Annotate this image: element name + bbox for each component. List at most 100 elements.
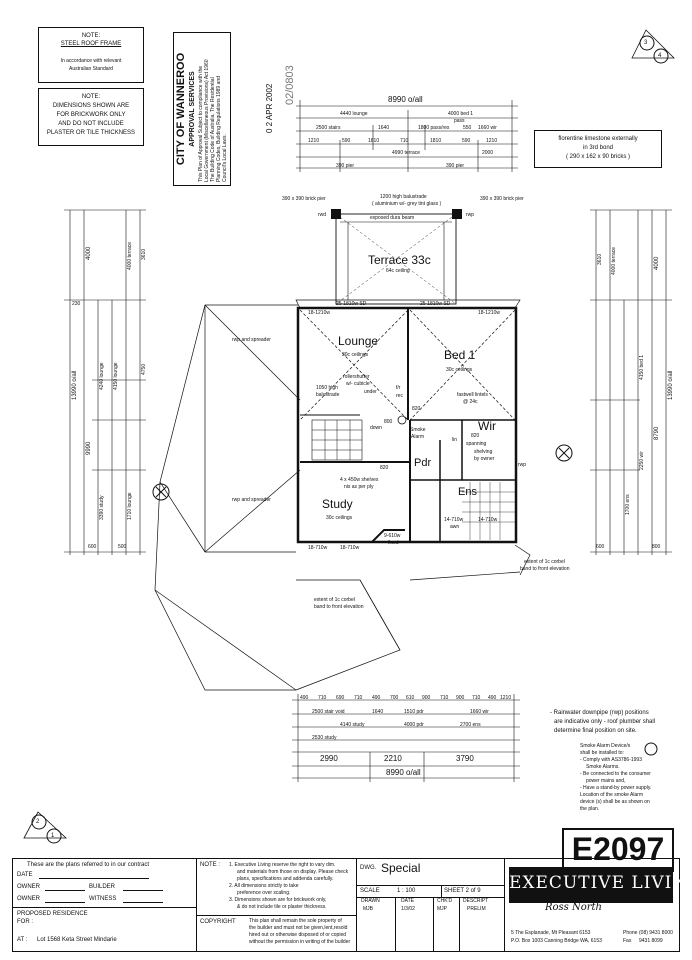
stamp-date: 0 2 APR 2002 xyxy=(265,83,274,133)
company-address: P.O. Box 1003 Canning Bridge WA, 6153 xyxy=(511,938,602,944)
note-title: NOTE: xyxy=(81,94,101,100)
smoke-alarm-plan-icon xyxy=(397,415,407,425)
brick-pier-note: 390 x 390 brick pier xyxy=(282,196,326,202)
smoke-alarm-symbol xyxy=(644,742,658,756)
window-label: 25-1810w SD xyxy=(420,301,451,307)
room-pdr: Pdr xyxy=(414,457,432,469)
note-line: AND DO NOT INCLUDE xyxy=(58,121,124,127)
stamp-services: APPROVAL SERVICES xyxy=(189,71,196,147)
divider xyxy=(357,897,504,898)
left-dim: 3390 study xyxy=(99,495,105,520)
room-lounge-ceiling: 30c ceilings xyxy=(342,352,369,358)
dim-tick: 490 xyxy=(372,695,381,701)
sheet-mark-number: 2 xyxy=(36,819,40,825)
rec-label: rec xyxy=(396,393,403,399)
site-address: Lot 1568 Keta Street Mindarie xyxy=(37,937,117,943)
terrace-outline xyxy=(335,213,457,305)
bottom-dimension-lines xyxy=(292,694,520,782)
steel-roof-note: NOTE: STEEL ROOF FRAME In accordance wit… xyxy=(38,27,144,83)
copyright-text: This plan shall remain the sole property… xyxy=(249,918,342,924)
room-study: Study xyxy=(322,497,353,511)
stamp-date-wrap: 0 2 APR 2002 xyxy=(265,43,278,133)
left-dim: 500 xyxy=(118,544,127,550)
smoke-note-line: Location of the smoke Alarm xyxy=(580,792,644,798)
dim-tick: 690 xyxy=(336,695,345,701)
for-label: FOR : xyxy=(17,919,33,925)
smoke-note-line: - Be connected to the consumer xyxy=(580,771,651,777)
dim-tick: 900 xyxy=(456,695,465,701)
company-logo: EXECUTIVE LIVING xyxy=(509,867,692,903)
balustrade-note: 1200 high balustrade xyxy=(380,194,427,200)
left-dim: 600 xyxy=(88,544,97,550)
copyright-label: COPYRIGHT xyxy=(200,919,236,925)
fax-label: Fax xyxy=(623,938,632,944)
scale-value: 1 : 100 xyxy=(397,888,416,894)
dim-label: 1640 xyxy=(378,125,390,131)
dwg-name: Special xyxy=(381,861,421,875)
stamp-text: Council's Local Laws. xyxy=(222,134,228,182)
dim-820: 820 xyxy=(471,433,480,439)
left-dimension-lines xyxy=(64,209,146,555)
dim-tick: 1810 xyxy=(430,138,442,144)
shelves-note: nis as per ply xyxy=(344,484,374,490)
dim-tick: 900 xyxy=(422,695,431,701)
contract-text: These are the plans referred to in our c… xyxy=(27,862,150,868)
left-dim: 1710 lounge xyxy=(127,492,133,520)
room-terrace-ceiling: 64c ceiling xyxy=(386,268,410,274)
note-line: FOR BRICKWORK ONLY xyxy=(56,112,126,118)
window-label: 25-1810w SD xyxy=(336,301,367,307)
stamp-council: CITY OF WANNEROO xyxy=(175,52,187,166)
smoke-note-line: - Comply with AS3786-1993 xyxy=(580,757,642,763)
dim-tick: 590 xyxy=(342,138,351,144)
dim-tick: 710 xyxy=(472,695,481,701)
left-dim: 4000 xyxy=(86,246,92,260)
owner-line xyxy=(45,890,85,891)
rwp-label: rwp xyxy=(466,212,475,218)
sheet-marker-bottom xyxy=(23,811,68,844)
descript-header: DESCRIPT xyxy=(463,898,489,904)
corbel-note: extent of 1c corbel xyxy=(524,559,565,565)
alarm-note: Alarm xyxy=(411,434,425,440)
rwp-note: determine final position on site. xyxy=(554,728,637,734)
smoke-note-line: device (s) shall be as shown on xyxy=(580,799,650,805)
beam-note: exposed dura beam xyxy=(370,215,415,221)
room-lounge: Lounge xyxy=(338,334,379,348)
dim-label: pass xyxy=(454,118,465,124)
roof-outline xyxy=(154,299,531,691)
dim-tick: 610 xyxy=(406,695,415,701)
right-dim: 8790 xyxy=(654,426,660,440)
dim-label: 2530 study xyxy=(312,735,337,741)
phone-value: (08) 9431 8000 xyxy=(639,930,673,936)
wir-note: by owner xyxy=(474,456,495,462)
company-section: EXECUTIVE LIVING Ross North 5 The Esplan… xyxy=(505,859,692,951)
material-line: in 3rd bond xyxy=(582,145,614,151)
dim-label: 2990 xyxy=(320,754,338,763)
corbel-note: extent of 1c corbel xyxy=(314,597,355,603)
rwp-note: - Rainwater downpipe (rwp) positions xyxy=(550,710,649,716)
sheet-mark-number: 4 xyxy=(658,53,662,59)
witness-label: WITNESS xyxy=(89,896,117,902)
dim-overall: 8990 o/all xyxy=(386,768,421,777)
drawing-info-section: DWG. Special SCALE 1 : 100 SHEET 2 of 9 … xyxy=(357,859,505,951)
chkd-value: MJP xyxy=(437,906,447,912)
house-walls xyxy=(296,306,518,544)
right-dim: 600 xyxy=(596,544,605,550)
smoke-note-line: - Have a stand-by power supply. xyxy=(580,785,652,791)
dim-label: 1510 pdr xyxy=(404,709,424,715)
smoke-note-line: Smoke Alarm Device/s xyxy=(580,743,631,749)
dim-label: 4000 pdr xyxy=(404,722,424,728)
dim-tick: 1210 xyxy=(486,138,498,144)
room-bed1: Bed 1 xyxy=(444,348,476,362)
balustrade-note: ( aluminium w/- grey tint glass ) xyxy=(372,201,442,207)
smoke-note-line: Smoke Alarms. xyxy=(586,764,620,770)
dim-label: 2500 stairs xyxy=(316,125,341,131)
dim-tick: 700 xyxy=(390,695,399,701)
down-note: down xyxy=(370,425,382,431)
dim-label: 3790 xyxy=(456,754,474,763)
top-dimension-lines xyxy=(296,100,518,172)
corbel-note: band to front elevation xyxy=(314,604,364,610)
notes-section: NOTE : 1. Executive Living reserve the r… xyxy=(197,859,357,951)
smoke-note: Smoke xyxy=(410,427,426,433)
phone-label: Phone xyxy=(623,930,638,936)
dim-tick: 710 xyxy=(440,695,449,701)
